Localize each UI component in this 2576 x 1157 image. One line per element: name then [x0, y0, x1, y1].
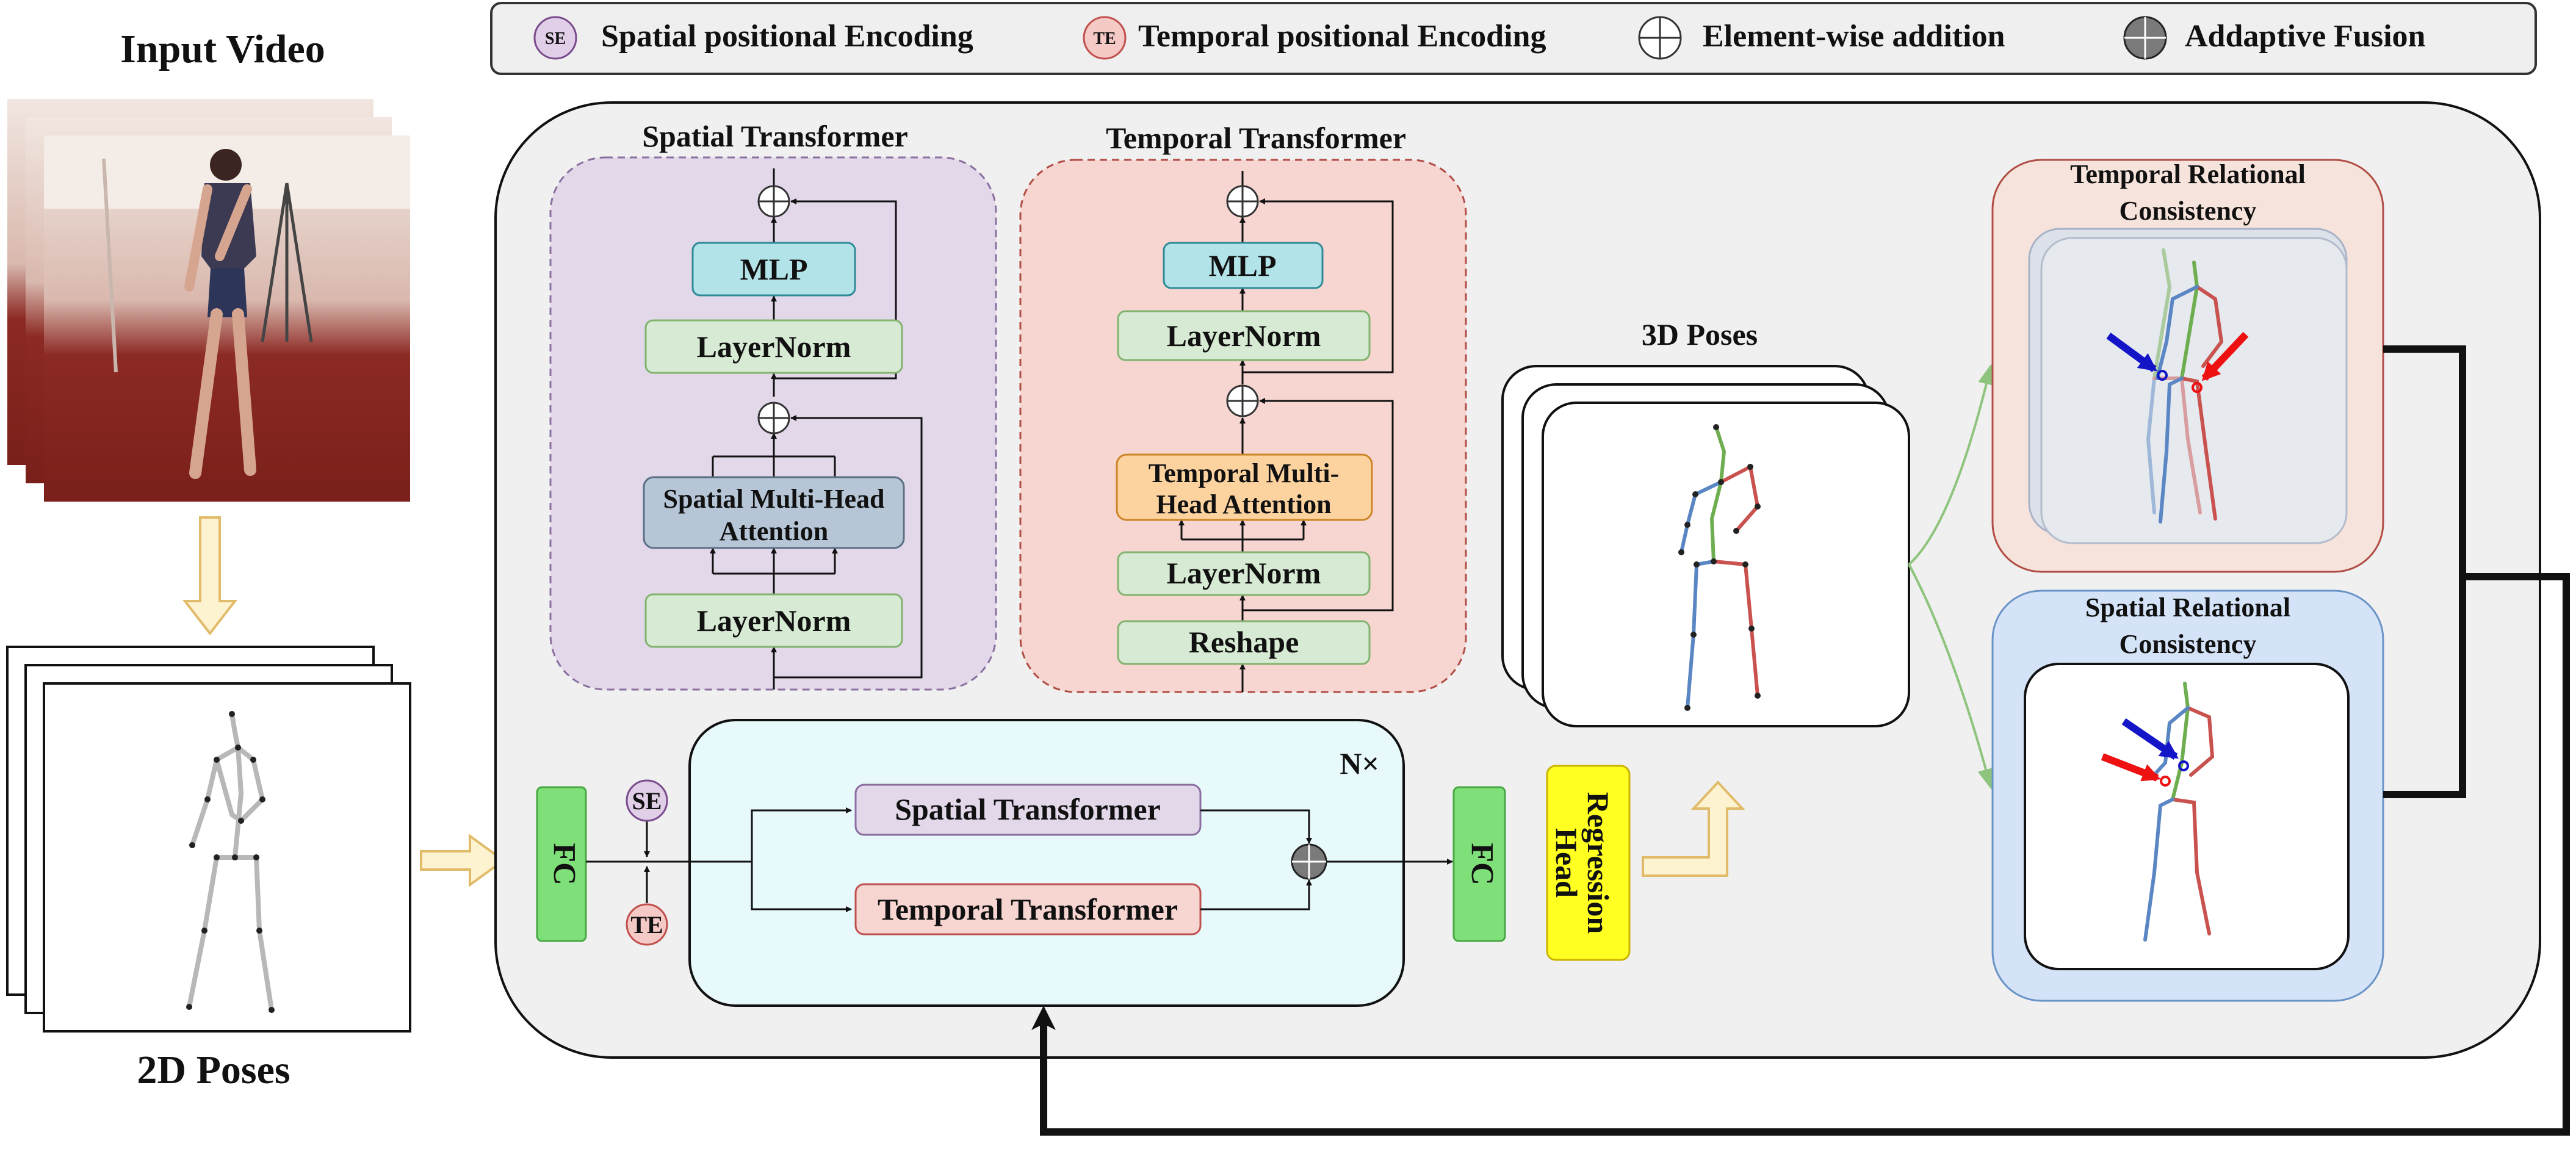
fc-left-box	[536, 786, 587, 942]
blue-arrow-icon-2	[2121, 718, 2179, 760]
person-head	[210, 149, 242, 181]
spatial-consistency-line2: Consistency	[2120, 629, 2257, 659]
spatial-mlp-box	[691, 242, 856, 297]
fc-left-label: FC	[547, 843, 582, 885]
regression-line1: Regression	[1581, 792, 1615, 934]
temporal-mlp-box	[1163, 242, 1324, 289]
adaptive-fusion-node-icon	[1291, 843, 1327, 880]
te-legend-label: Temporal positional Encoding	[1138, 19, 1546, 54]
temporal-consistency-line2: Consistency	[2120, 196, 2257, 226]
temporal-attention-line1: Temporal Multi-	[1149, 458, 1339, 488]
temporal-consistency-line1: Temporal Relational	[2070, 159, 2306, 189]
input-video-frames	[7, 99, 410, 502]
output-arrow-icon	[1642, 780, 1745, 877]
addition-legend-label: Element-wise addition	[1703, 19, 2005, 54]
se-badge: SE	[545, 29, 566, 48]
temporal-layernorm-bottom-label: LayerNorm	[1167, 556, 1321, 590]
spatial-add-icon-top	[757, 185, 790, 218]
legend: SE Spatial positional Encoding TE Tempor…	[490, 2, 2537, 75]
se-legend-label: Spatial positional Encoding	[601, 19, 973, 54]
te-node	[626, 903, 668, 946]
te-icon	[1083, 16, 1127, 60]
te-legend-item: TE Temporal positional Encoding	[1083, 16, 1546, 60]
repeat-label: N×	[1340, 746, 1379, 780]
temporal-consistency-panel: Temporal Relational Consistency	[1991, 159, 2384, 573]
temporal-layernorm-top-label: LayerNorm	[1167, 319, 1321, 353]
poses-3d-title: 3D Poses	[1642, 317, 1758, 351]
temporal-layernorm-top-box	[1117, 310, 1371, 361]
spatial-layernorm-bottom-label: LayerNorm	[697, 604, 851, 638]
feedback-loop	[1031, 345, 2570, 1136]
spatial-attention-line2: Attention	[720, 516, 828, 546]
se-legend-item: SE Spatial positional Encoding	[533, 16, 973, 60]
spatial-layernorm-bottom-box	[644, 593, 903, 648]
spatial-transformer-label: Spatial Transformer	[895, 792, 1161, 826]
se-node-label: SE	[632, 787, 662, 815]
temporal-block-title: Temporal Transformer	[1106, 121, 1406, 155]
temporal-add-icon-bottom	[1226, 384, 1259, 417]
red-arrow-icon-2	[2101, 753, 2161, 782]
spatial-add-icon-bottom	[757, 402, 790, 434]
element-wise-addition-icon	[1638, 16, 1682, 60]
temporal-attention-line2: Head Attention	[1156, 489, 1331, 519]
skeleton-3d	[1679, 425, 1760, 710]
spatial-consistency-line1: Spatial Relational	[2085, 593, 2290, 622]
temporal-add-icon-top	[1226, 185, 1259, 218]
poses-2d-stack	[6, 646, 411, 1033]
spatial-attention-box	[643, 476, 905, 549]
regression-line2: Head	[1550, 828, 1584, 898]
fusion-legend-label: Addaptive Fusion	[2185, 19, 2426, 54]
video-frame-front	[44, 135, 410, 502]
branch-arrow-up	[1908, 364, 1995, 566]
pipeline: FC SE TE N× Spatial Transformer Temporal…	[536, 719, 1745, 1007]
temporal-transformer-detail: Temporal Transformer MLP LayerNorm Tempo…	[1019, 121, 1467, 693]
red-arrow-icon	[2201, 331, 2249, 381]
temporal-attention-box	[1116, 453, 1373, 521]
adaptive-fusion-icon	[2123, 16, 2167, 60]
spatial-mlp-label: MLP	[740, 252, 807, 286]
spatial-layernorm-top-label: LayerNorm	[697, 330, 851, 364]
fc-right-label: FC	[1465, 843, 1499, 885]
input-video-title: Input Video	[120, 27, 325, 71]
branch-arrow-down	[1908, 564, 1994, 790]
blue-arrow-icon	[2106, 333, 2157, 372]
se-icon	[533, 16, 577, 60]
temporal-transformer-label: Temporal Transformer	[878, 892, 1178, 926]
down-arrow-icon	[182, 516, 238, 636]
temporal-mlp-label: MLP	[1208, 248, 1276, 283]
temporal-layernorm-bottom-box	[1117, 551, 1371, 596]
right-arrow-icon	[420, 834, 506, 887]
spatial-block-title: Spatial Transformer	[642, 119, 908, 153]
spatial-layernorm-top-box	[644, 319, 903, 374]
spatial-consistency-panel: Spatial Relational Consistency	[1991, 589, 2384, 1002]
se-node	[626, 779, 668, 822]
fusion-legend-item: Addaptive Fusion	[2123, 16, 2426, 60]
regression-head-box	[1546, 765, 1631, 961]
addition-legend-item: Element-wise addition	[1638, 16, 2005, 60]
poses-3d: 3D Poses	[1501, 317, 1910, 727]
spatial-transformer-detail: Spatial Transformer MLP	[549, 119, 997, 691]
te-node-label: TE	[630, 911, 663, 939]
spatial-attention-line1: Spatial Multi-Head	[663, 484, 884, 514]
poses-2d-title: 2D Poses	[137, 1048, 290, 1092]
te-badge: TE	[1093, 29, 1116, 48]
fc-right-box	[1452, 786, 1506, 942]
reshape-label: Reshape	[1189, 625, 1299, 659]
reshape-box	[1117, 620, 1371, 665]
